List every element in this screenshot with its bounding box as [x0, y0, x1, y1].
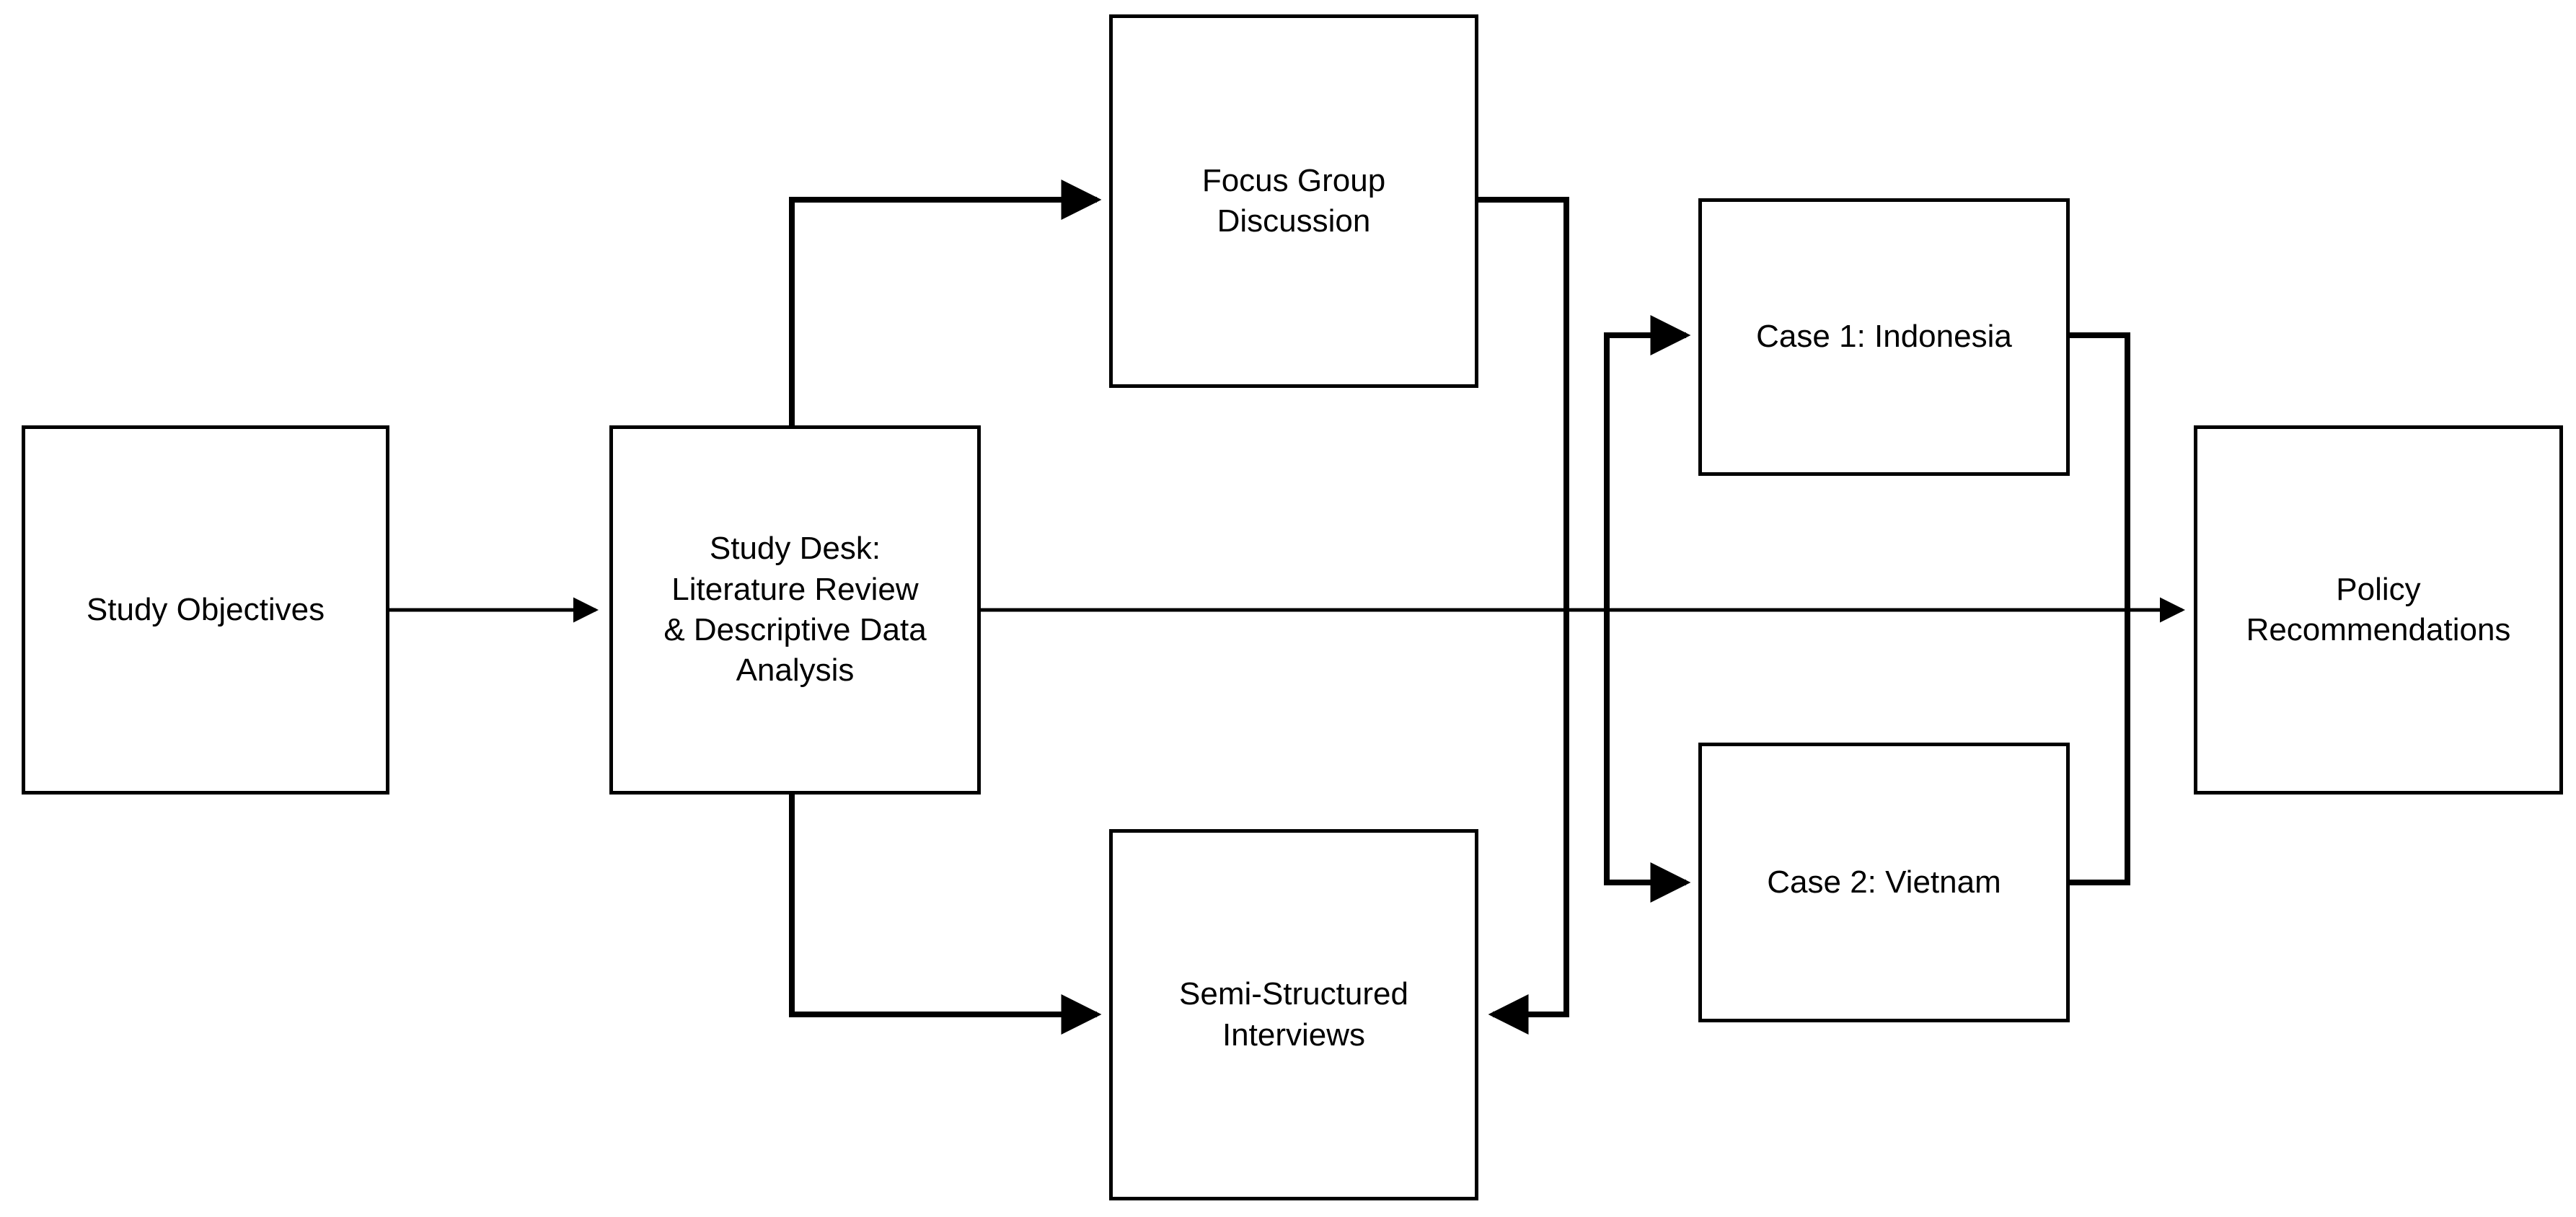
node-case-2-vietnam-label: Case 2: Vietnam [1767, 864, 2001, 900]
node-policy-recommendations-label: Policy Recommendations [2246, 571, 2511, 647]
node-focus-group-discussion-label: Focus Group Discussion [1201, 162, 1386, 239]
node-study-objectives[interactable]: Study Objectives [22, 425, 389, 795]
node-policy-recommendations[interactable]: Policy Recommendations [2194, 425, 2563, 795]
node-semi-structured-interviews[interactable]: Semi-Structured Interviews [1109, 829, 1478, 1200]
edge-desk-to-focus-group [789, 180, 1102, 427]
edge-trunk-to-case-1 [1604, 315, 1691, 610]
edge-trunk-to-case-2 [1604, 610, 1691, 903]
node-study-desk-label: Study Desk: Literature Review & Descript… [663, 531, 927, 689]
node-study-desk[interactable]: Study Desk: Literature Review & Descript… [609, 425, 981, 795]
edge-case-2-to-policy [2070, 610, 2130, 885]
edge-case-1-to-policy [2070, 332, 2130, 610]
node-case-2-vietnam[interactable]: Case 2: Vietnam [1698, 743, 2070, 1022]
node-semi-structured-interviews-label: Semi-Structured Interviews [1179, 976, 1408, 1053]
node-study-objectives-label: Study Objectives [86, 591, 325, 627]
node-case-1-indonesia[interactable]: Case 1: Indonesia [1698, 198, 2070, 476]
edge-desk-to-interviews [789, 793, 1102, 1035]
node-focus-group-discussion[interactable]: Focus Group Discussion [1109, 14, 1478, 388]
edge-focus-group-to-interviews [1478, 197, 1569, 1035]
node-case-1-indonesia-label: Case 1: Indonesia [1756, 319, 2012, 355]
